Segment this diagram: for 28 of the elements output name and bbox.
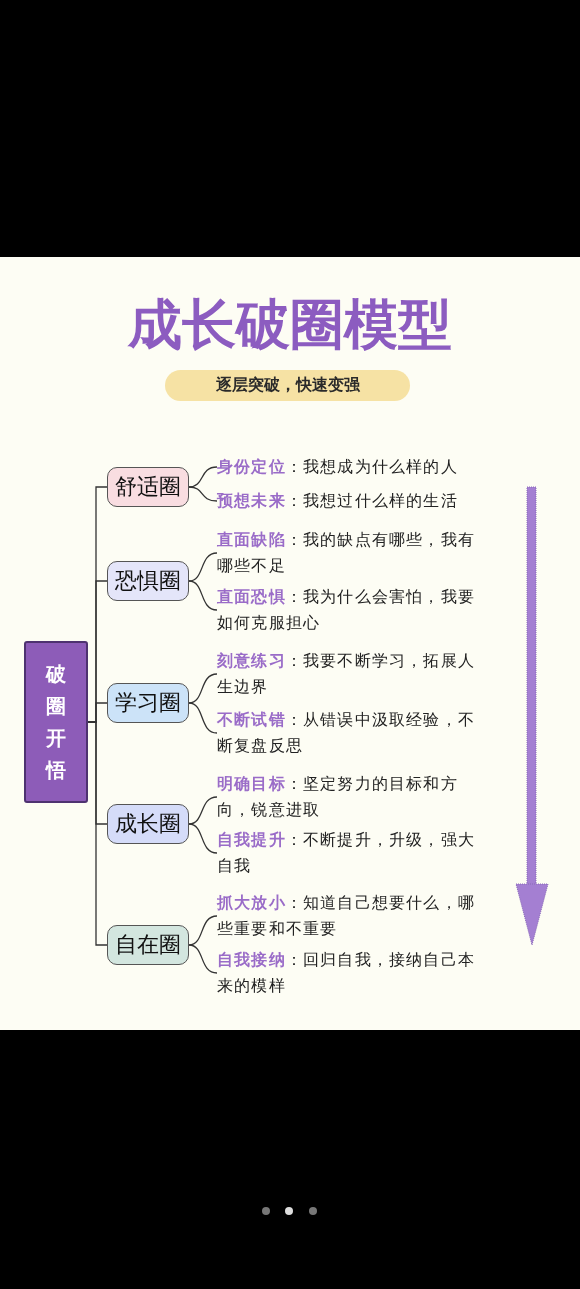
brace-curve bbox=[188, 944, 218, 974]
description-text: 自我提升：不断提升，升级，强大自我 bbox=[217, 827, 483, 879]
brace-curve bbox=[188, 580, 218, 611]
brace-curve bbox=[188, 486, 218, 502]
brace-curve bbox=[188, 673, 218, 704]
description-text: 不断试错：从错误中汲取经验，不断复盘反思 bbox=[217, 707, 483, 759]
description-text: 直面恐惧：我为什么会害怕，我要如何克服担心 bbox=[217, 584, 483, 636]
brace-curve bbox=[188, 823, 218, 854]
description-text: 预想未来：我想过什么样的生活 bbox=[217, 488, 483, 514]
brace-curve bbox=[188, 915, 218, 946]
stage-box: 舒适圈 bbox=[107, 467, 189, 507]
brace-curve bbox=[188, 796, 218, 825]
topic-box: 破圈开悟 bbox=[24, 641, 88, 803]
description-text: 明确目标：坚定努力的目标和方向，锐意进取 bbox=[217, 771, 483, 823]
description-text: 身份定位：我想成为什么样的人 bbox=[217, 454, 483, 480]
stage-box: 成长圈 bbox=[107, 804, 189, 844]
brace-curve bbox=[188, 466, 218, 488]
description-text: 直面缺陷：我的缺点有哪些，我有哪些不足 bbox=[217, 527, 483, 579]
brace-curve bbox=[188, 702, 218, 734]
description-text: 自我接纳：回归自我，接纳自己本来的模样 bbox=[217, 947, 483, 999]
stage-box: 学习圈 bbox=[107, 683, 189, 723]
description-text: 刻意练习：我要不断学习，拓展人生边界 bbox=[217, 648, 483, 700]
title: 成长破圈模型 bbox=[127, 292, 453, 358]
subtitle-banner: 逐层突破，快速变强 bbox=[165, 370, 410, 401]
stage-box: 恐惧圈 bbox=[107, 561, 189, 601]
brace-curve bbox=[188, 552, 218, 582]
description-text: 抓大放小：知道自己想要什么，哪些重要和不重要 bbox=[217, 890, 483, 942]
stage-box: 自在圈 bbox=[107, 925, 189, 965]
